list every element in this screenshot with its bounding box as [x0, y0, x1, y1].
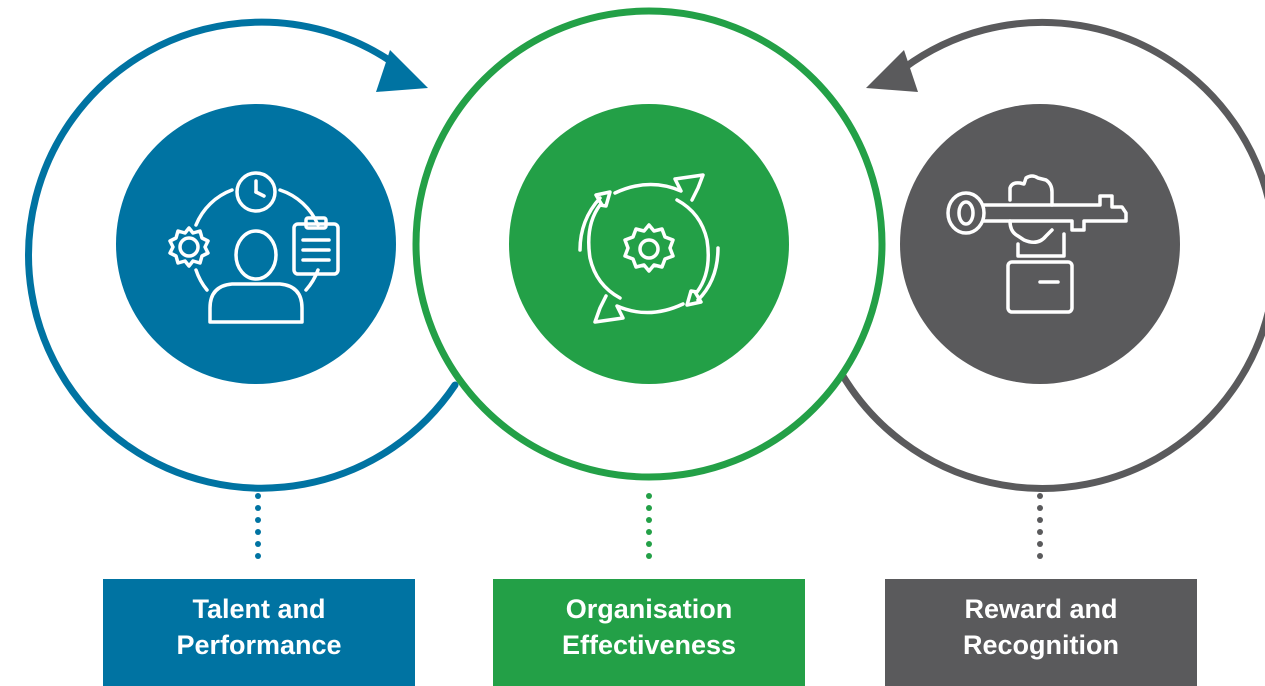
- talent-label-box: Talent and Performance: [103, 579, 415, 686]
- reward-label: Reward and Recognition: [963, 593, 1119, 660]
- reward-label-box: Reward and Recognition: [885, 579, 1197, 686]
- organisation-dotted-connector: [646, 493, 652, 559]
- gear-cycle-arrows-icon: [578, 173, 720, 324]
- talent-icon-circle: [116, 104, 396, 384]
- organisation-icon-circle: [509, 104, 789, 384]
- reward-ring: [839, 18, 1265, 492]
- talent-ring: [25, 18, 459, 492]
- reward-ring-arrowhead: [866, 50, 918, 92]
- person-gear-clock-clipboard-icon: [168, 171, 340, 324]
- reward-icon-circle: [900, 104, 1180, 384]
- talent-label: Talent and Performance: [176, 593, 342, 660]
- organisation-label: Organisation Effectiveness: [561, 593, 737, 660]
- hand-holding-key-icon: [946, 174, 1128, 314]
- organisation-label-box: Organisation Effectiveness: [493, 579, 805, 686]
- reward-dotted-connector: [1037, 493, 1043, 559]
- talent-ring-arrowhead: [376, 50, 428, 92]
- talent-dotted-connector: [255, 493, 261, 559]
